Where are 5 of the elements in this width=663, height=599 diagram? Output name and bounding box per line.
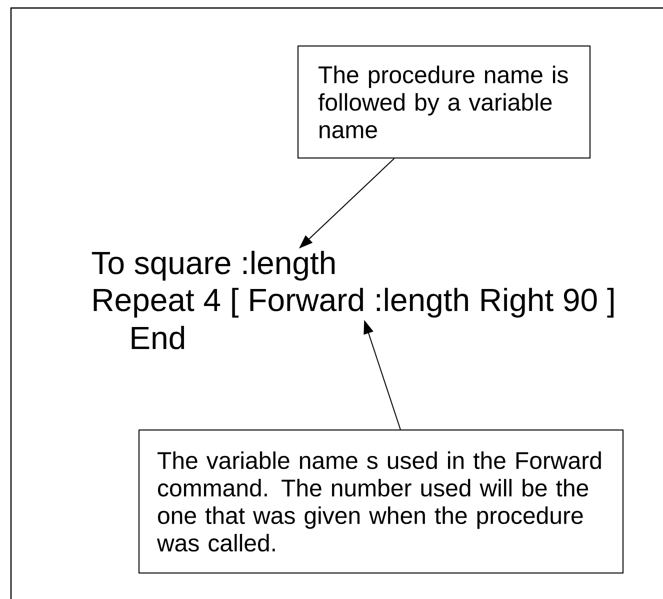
code-line: To square :length xyxy=(92,250,335,281)
callout-box: The procedure name is followed by a variable name xyxy=(298,46,590,158)
code-line: End xyxy=(132,326,184,350)
callout-box: The variable name s used in the Forward command. The number used will be the one that was given when the procedure was called. xyxy=(138,430,624,574)
code-line: Repeat 4 [ Forward :length Right 90 ] xyxy=(94,288,614,318)
